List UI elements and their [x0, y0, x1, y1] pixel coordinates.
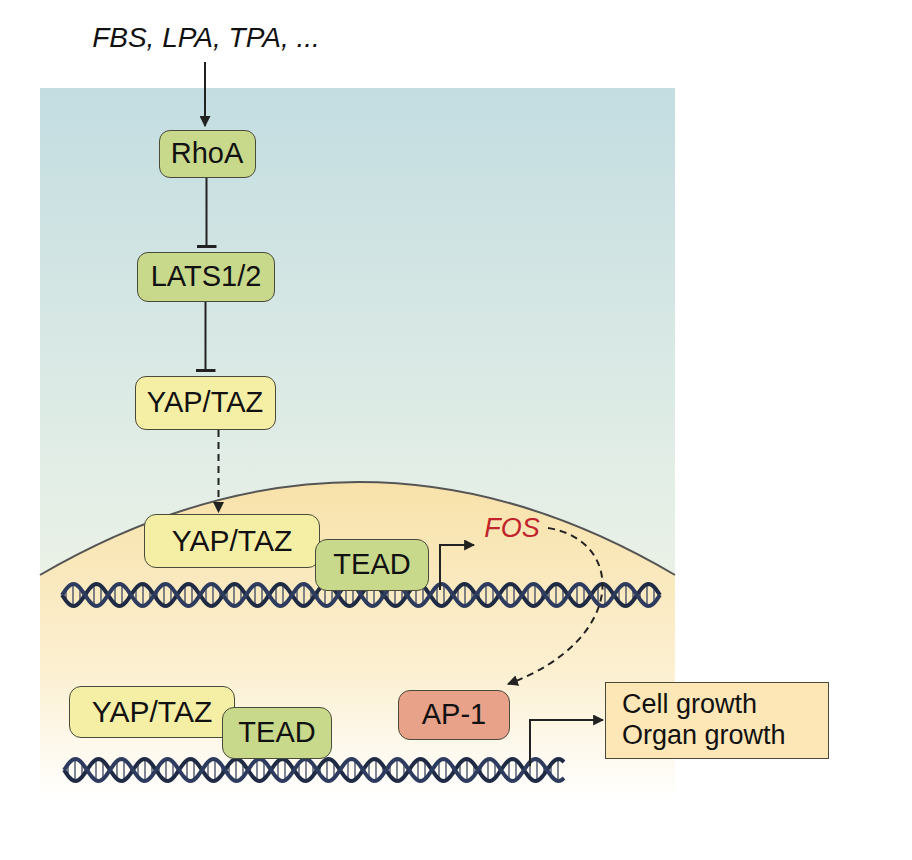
- base-pair: [417, 760, 418, 781]
- kinase-box: RhoA: [159, 130, 256, 178]
- coactivator-box: YAP/TAZ: [135, 376, 276, 430]
- base-pair: [144, 759, 145, 781]
- nucleus: [40, 482, 675, 800]
- base-pair: [214, 759, 215, 781]
- translocation-edge: [218, 430, 220, 512]
- base-pair: [536, 759, 537, 781]
- base-pair: [254, 585, 255, 606]
- base-pair: [326, 759, 327, 781]
- base-pair: [646, 584, 647, 606]
- base-pair: [466, 759, 467, 781]
- base-pair: [487, 759, 488, 781]
- base-pair: [534, 584, 535, 606]
- node-text: AP-1: [422, 698, 486, 731]
- base-pair: [93, 585, 94, 606]
- base-pair: [165, 759, 166, 781]
- node-text: YAP/TAZ: [92, 695, 213, 730]
- cytoplasm: [40, 88, 675, 800]
- base-pair: [235, 759, 236, 781]
- stimulus-list: FBS, LPA, TPA, ...: [92, 22, 320, 54]
- gene-name: FOS: [484, 513, 540, 544]
- base-pair: [443, 585, 444, 606]
- base-pair: [74, 759, 75, 781]
- node-text: Cell growth: [622, 689, 757, 720]
- base-pair: [284, 760, 285, 781]
- transcription-factor-box: TEAD: [315, 539, 429, 591]
- inhibition-edge: [206, 178, 208, 247]
- base-pair: [576, 585, 577, 606]
- node-text: YAP/TAZ: [147, 386, 264, 419]
- base-pair: [604, 585, 605, 606]
- base-pair: [557, 759, 558, 781]
- transcription-factor-box: TEAD: [222, 707, 332, 759]
- outcome-box: Cell growthOrgan growth: [605, 682, 829, 759]
- node-text: TEAD: [333, 548, 410, 581]
- base-pair: [464, 584, 465, 606]
- base-pair: [121, 585, 122, 606]
- stimulus-arrow: [204, 62, 206, 126]
- base-pair: [233, 584, 234, 606]
- base-pair: [95, 760, 96, 781]
- dna-helices: [62, 584, 660, 781]
- base-pair: [396, 759, 397, 781]
- node-text: TEAD: [238, 716, 315, 749]
- base-pair: [142, 584, 143, 606]
- node-text: RhoA: [171, 137, 244, 170]
- base-pair: [282, 585, 283, 606]
- base-pair: [485, 584, 486, 606]
- base-pair: [303, 584, 304, 606]
- base-pair: [123, 760, 124, 781]
- base-pair: [625, 584, 626, 606]
- dna-strand: [64, 759, 564, 781]
- transcription-factor-box: AP-1: [398, 690, 510, 740]
- base-pair: [555, 584, 556, 606]
- promoter-arrow: [440, 545, 474, 590]
- fos-translation-arrow: [508, 528, 603, 684]
- coactivator-box: YAP/TAZ: [144, 514, 320, 568]
- base-pair: [305, 759, 306, 781]
- activation-edge: [530, 720, 603, 766]
- node-text: Organ growth: [622, 720, 786, 751]
- coactivator-box: YAP/TAZ: [69, 686, 235, 738]
- kinase-box: LATS1/2: [137, 252, 275, 302]
- node-text: YAP/TAZ: [172, 524, 293, 559]
- base-pair: [72, 584, 73, 606]
- base-pair: [163, 584, 164, 606]
- inhibition-edge: [205, 302, 207, 371]
- dna-strand: [64, 759, 564, 781]
- base-pair: [375, 759, 376, 781]
- base-pair: [256, 760, 257, 781]
- base-pair: [212, 584, 213, 606]
- node-text: LATS1/2: [151, 260, 262, 293]
- base-pair: [445, 760, 446, 781]
